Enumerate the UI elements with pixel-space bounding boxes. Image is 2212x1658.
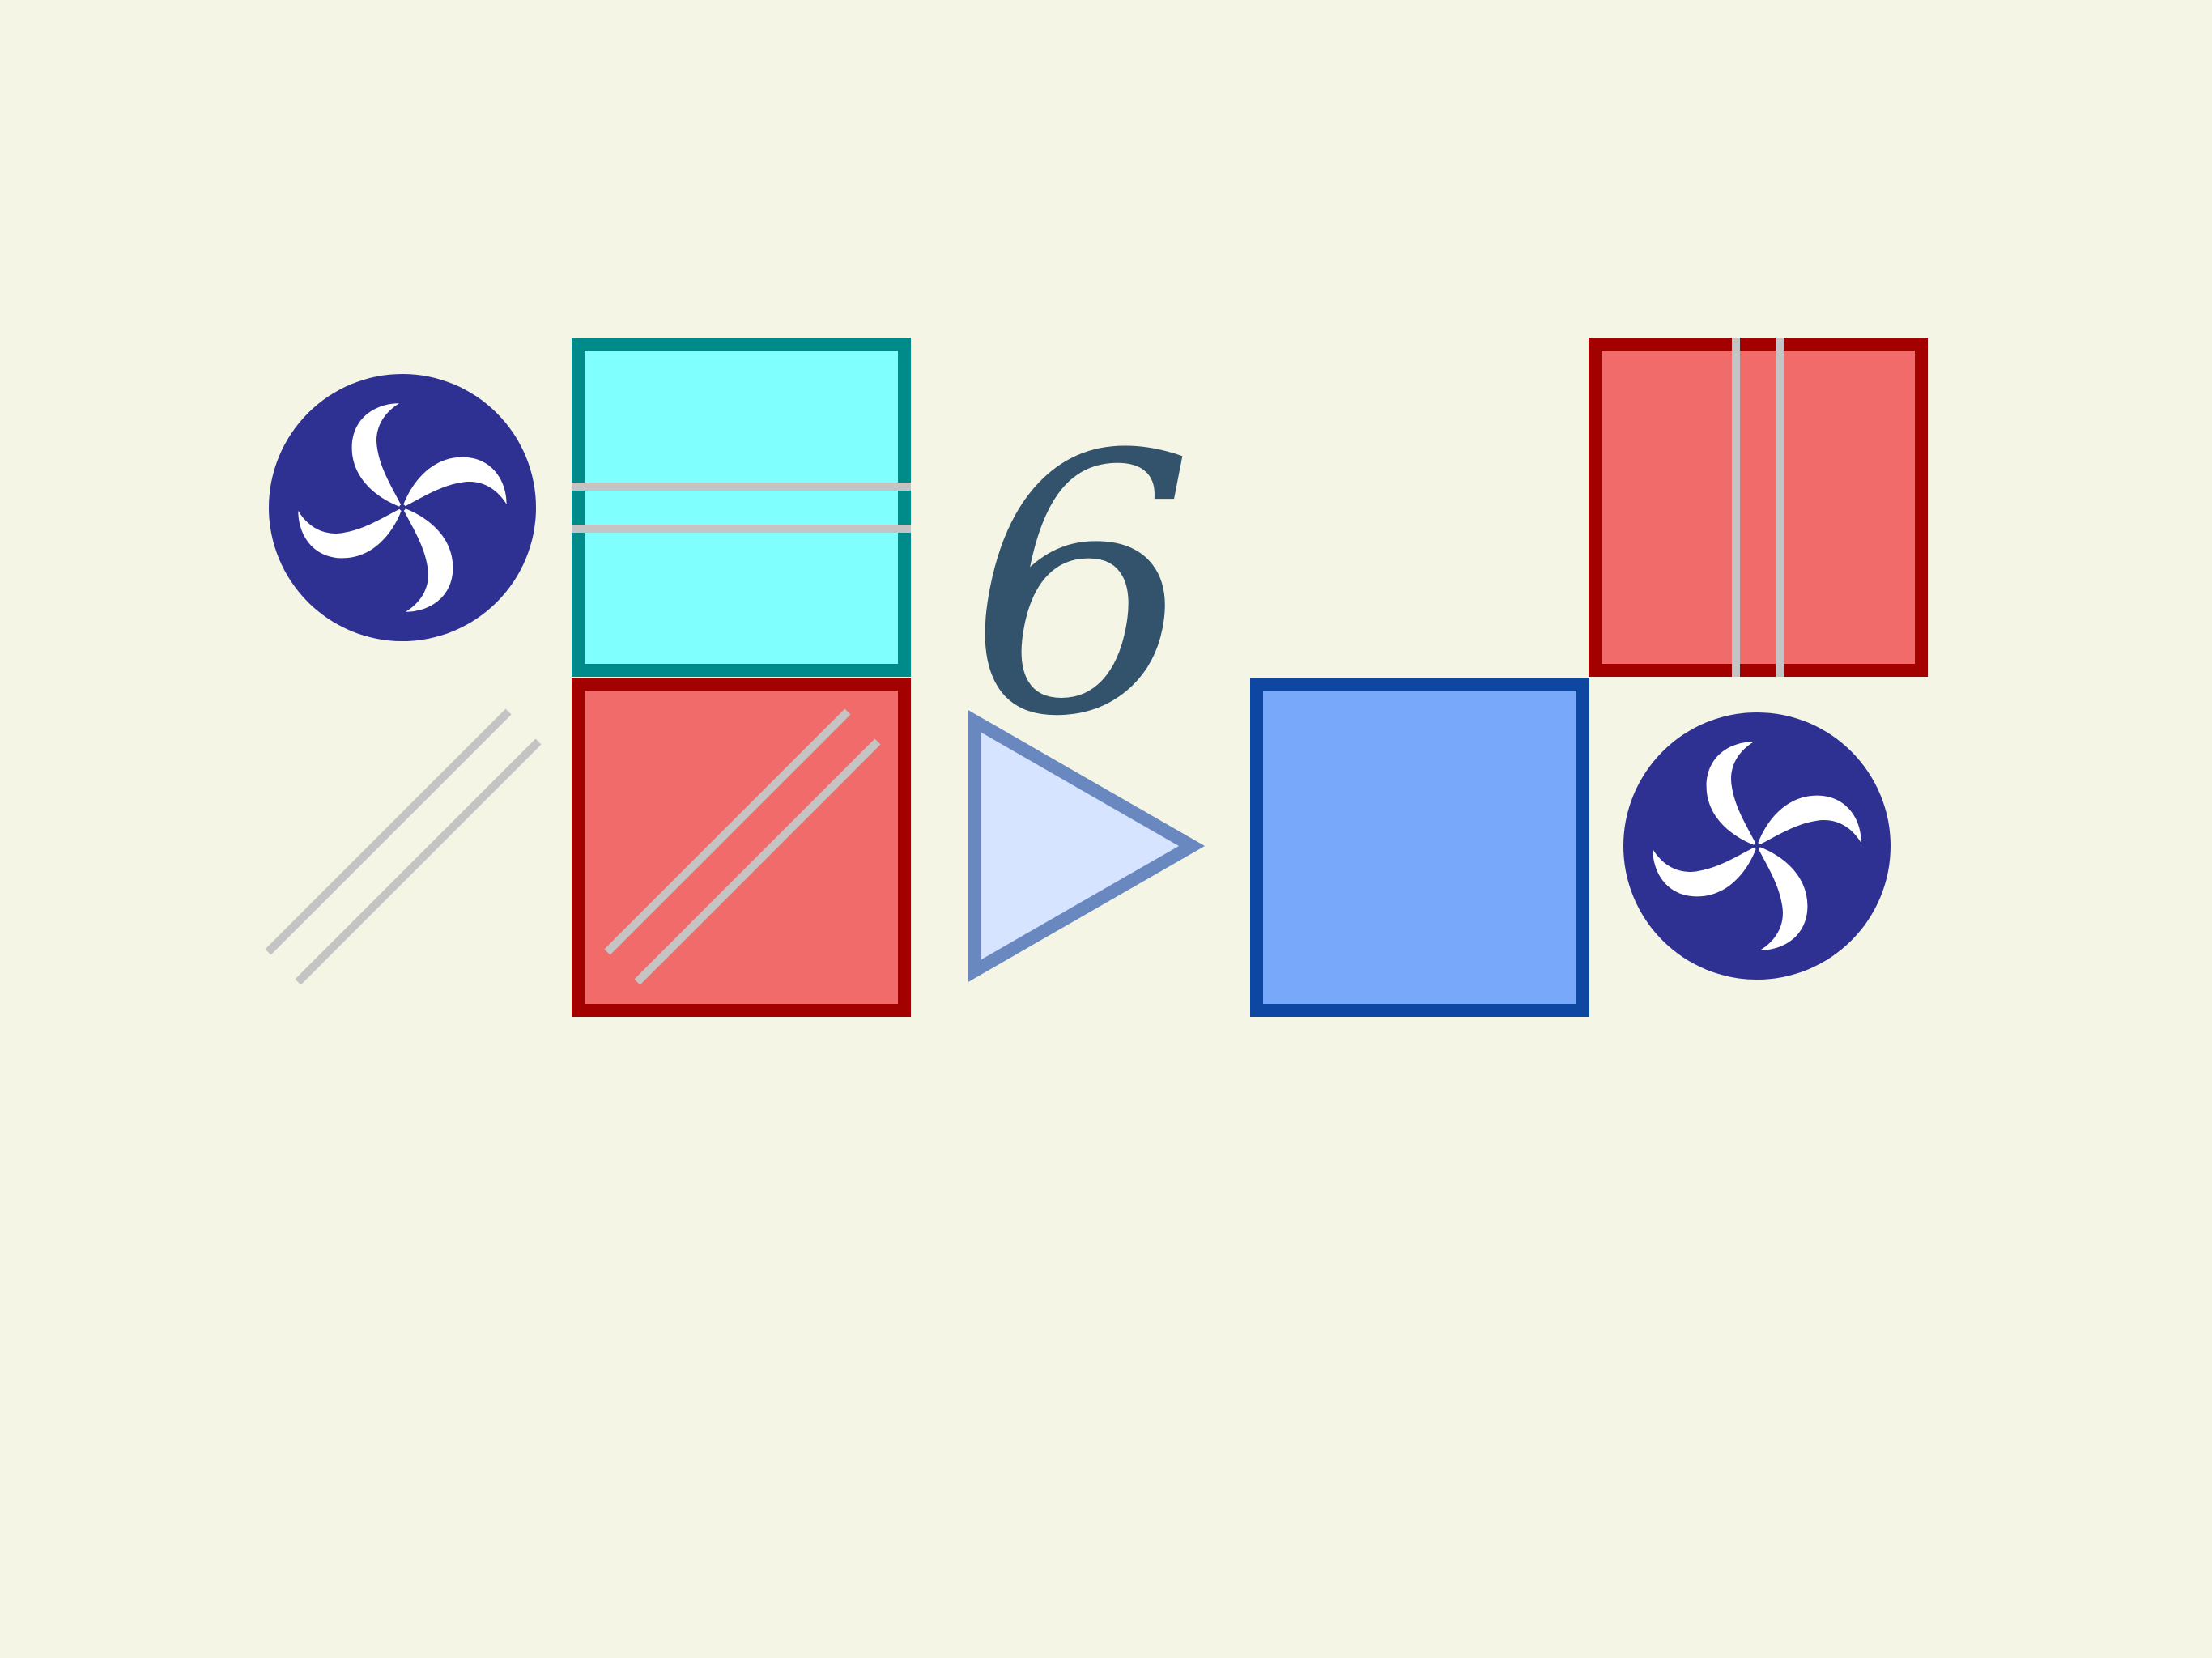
diagonal-line (634, 738, 881, 985)
red-square[interactable] (1589, 338, 1928, 677)
swirl-icon[interactable] (1623, 712, 1891, 980)
triangle-icon[interactable] (968, 710, 1206, 982)
diagonal-lines[interactable] (265, 708, 542, 985)
diagonal-line (604, 708, 851, 955)
cyan-square[interactable] (572, 338, 911, 677)
red-square[interactable] (572, 678, 911, 1017)
swirl-icon[interactable] (269, 374, 536, 641)
blue-square[interactable] (1250, 678, 1589, 1017)
number-six: 6 (968, 380, 1194, 794)
